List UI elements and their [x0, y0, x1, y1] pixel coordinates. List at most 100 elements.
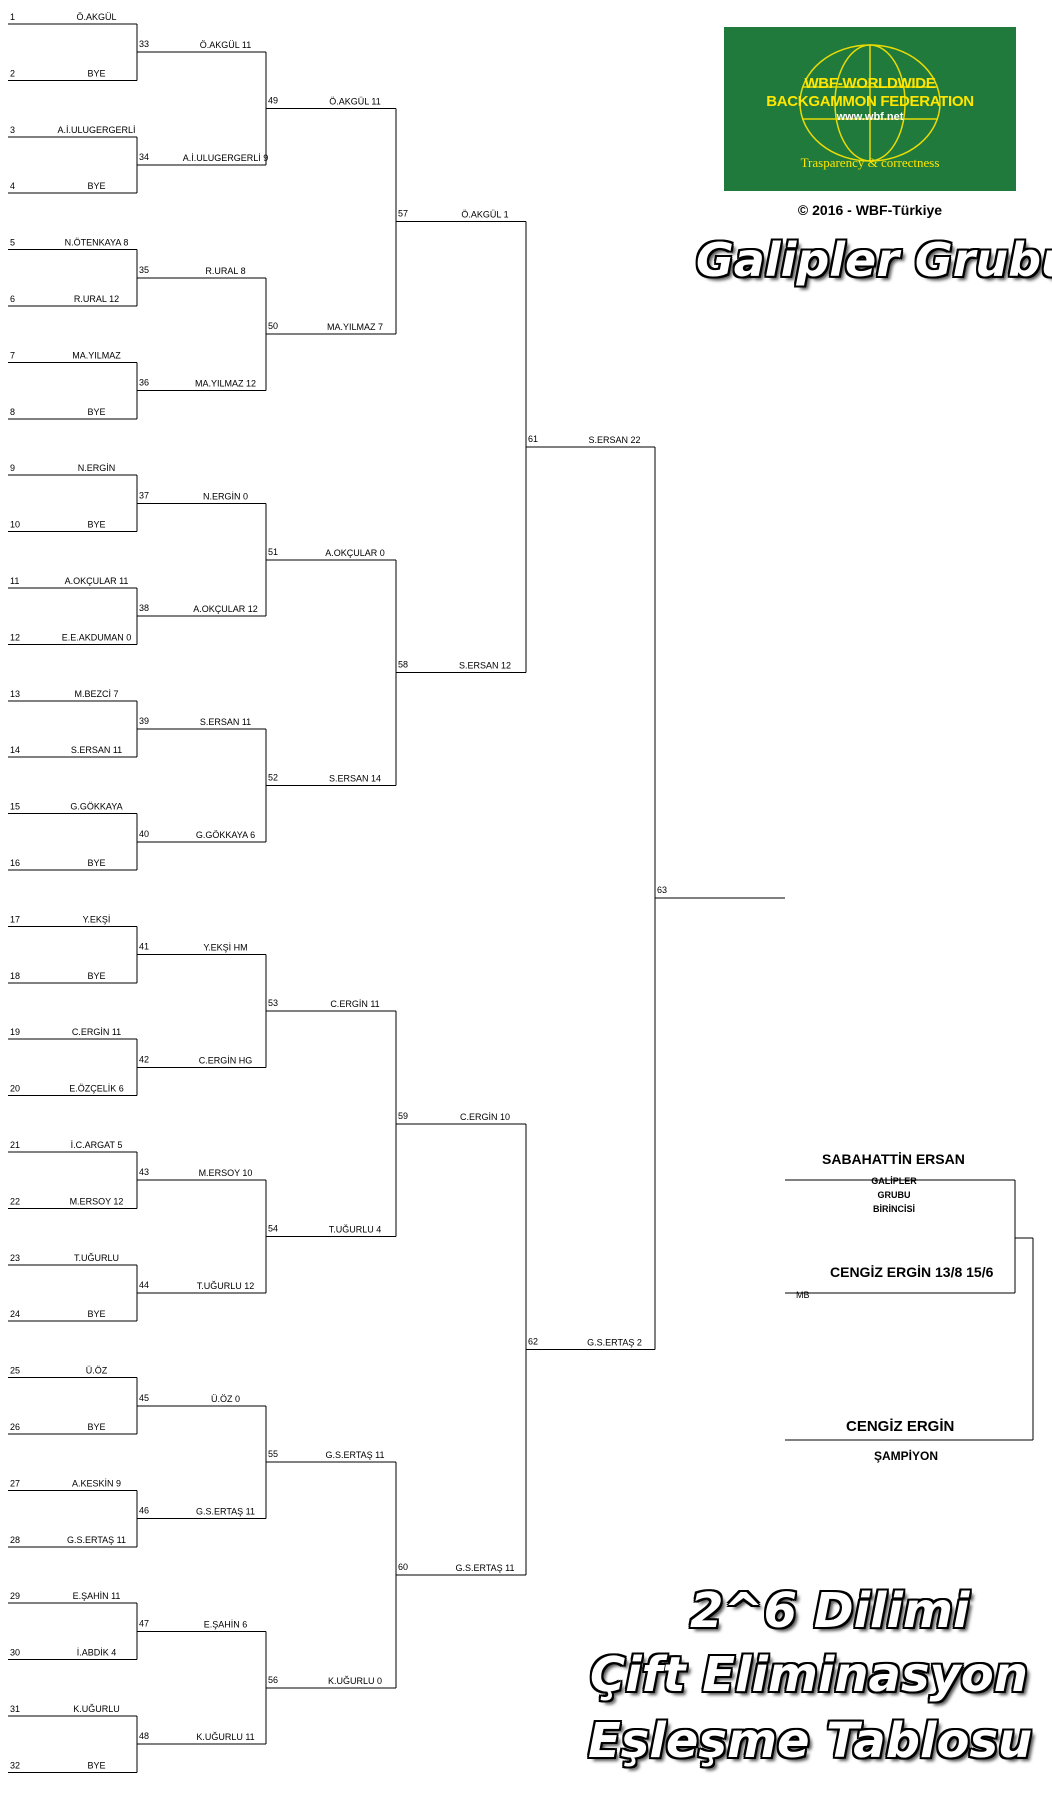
match-number: 61 — [528, 434, 538, 444]
match-number: 52 — [268, 772, 278, 782]
seed-number: 12 — [10, 632, 20, 642]
player-bottom: S.ERSAN 11 — [71, 745, 122, 755]
player-top: Ö.AKGÜL 11 — [329, 97, 381, 107]
seed-number: 23 — [10, 1253, 20, 1263]
player-top: Y.EKŞİ — [83, 914, 111, 924]
bottom-title-line2: Çift Eliminasyon — [590, 1647, 1028, 1703]
match-number: 47 — [139, 1618, 149, 1628]
logo-line1: WBF-WORLDWIDE — [804, 75, 936, 92]
match-number: 49 — [268, 96, 278, 106]
match-number: 34 — [139, 152, 149, 162]
match-number: 37 — [139, 490, 149, 500]
match-number: 45 — [139, 1393, 149, 1403]
match-number: 51 — [268, 547, 278, 557]
match-number: 60 — [398, 1562, 408, 1572]
match-number: 59 — [398, 1111, 408, 1121]
player-bottom: M.ERSOY 12 — [70, 1196, 124, 1206]
player-top: A.OKÇULAR 0 — [325, 548, 385, 558]
player-bottom: BYE — [87, 858, 105, 868]
seed-number: 8 — [10, 407, 15, 417]
seed-number: 15 — [10, 802, 20, 812]
match-number: 53 — [268, 998, 278, 1008]
seed-number: 19 — [10, 1027, 20, 1037]
seed-number: 29 — [10, 1591, 20, 1601]
player-top: MA.YILMAZ — [72, 350, 121, 360]
seed-number: 30 — [10, 1648, 20, 1658]
seed-number: 9 — [10, 463, 15, 473]
player-bottom: K.UĞURLU 0 — [328, 1676, 382, 1686]
match-number: 58 — [398, 660, 408, 670]
winners-group-first: SABAHATTİN ERSAN — [822, 1151, 965, 1167]
seed-number: 7 — [10, 350, 15, 360]
player-top: N.ERGİN — [78, 463, 116, 473]
globe-icon — [799, 44, 941, 162]
player-top: T.UĞURLU — [74, 1253, 119, 1263]
seed-number: 17 — [10, 914, 20, 924]
seed-number: 4 — [10, 181, 15, 191]
match-number: 35 — [139, 265, 149, 275]
player-top: A.KESKİN 9 — [72, 1478, 121, 1488]
player-top: R.URAL 8 — [205, 266, 245, 276]
player-bottom: A.OKÇULAR 12 — [193, 604, 258, 614]
logo-tagline: Trasparency & correctness — [800, 155, 940, 170]
champion-label: ŞAMPİYON — [873, 1449, 938, 1463]
player-bottom: T.UĞURLU 4 — [329, 1225, 382, 1235]
seed-number: 31 — [10, 1704, 20, 1714]
player-bottom: E.E.AKDUMAN 0 — [62, 632, 132, 642]
player-top: G.GÖKKAYA — [70, 802, 122, 812]
logo-url: www.wbf.net — [836, 111, 904, 123]
seed-number: 20 — [10, 1084, 20, 1094]
player-bottom: BYE — [87, 1422, 105, 1432]
match-number: 44 — [139, 1280, 149, 1290]
note-line1: GALİPLER — [871, 1176, 917, 1186]
winners-group-title: Galipler Grubu — [696, 233, 1052, 287]
seed-number: 27 — [10, 1478, 20, 1488]
match-number: 36 — [139, 378, 149, 388]
player-bottom: E.ÖZÇELİK 6 — [69, 1084, 124, 1094]
player-top: İ.C.ARGAT 5 — [71, 1140, 123, 1150]
match-number: 42 — [139, 1054, 149, 1064]
player-bottom: BYE — [87, 68, 105, 78]
player-bottom: G.S.ERTAŞ 11 — [196, 1507, 255, 1517]
seed-number: 28 — [10, 1535, 20, 1545]
seed-number: 32 — [10, 1760, 20, 1770]
player-top: E.ŞAHİN 11 — [73, 1591, 121, 1601]
player-bottom: T.UĞURLU 12 — [197, 1281, 255, 1291]
player-bottom: G.GÖKKAYA 6 — [196, 830, 255, 840]
player-top: Ö.AKGÜL 1 — [461, 209, 508, 219]
note-line2: GRUBU — [877, 1190, 911, 1200]
player-bottom: A.İ.ULUGERGERLİ 9 — [183, 153, 269, 163]
player-bottom: G.S.ERTAŞ 11 — [455, 1563, 514, 1573]
note-line3: BİRİNCİSİ — [872, 1204, 915, 1214]
match-number: 62 — [528, 1336, 538, 1346]
player-top: Ü.ÖZ — [86, 1366, 108, 1376]
match-number: 33 — [139, 39, 149, 49]
seed-number: 18 — [10, 971, 20, 981]
player-top: N.ERGİN 0 — [203, 491, 248, 501]
match-number: 46 — [139, 1506, 149, 1516]
match-number: 50 — [268, 321, 278, 331]
player-bottom: S.ERSAN 12 — [459, 661, 511, 671]
player-top: C.ERGİN 11 — [72, 1027, 121, 1037]
seed-number: 11 — [10, 576, 19, 586]
match-number: 57 — [398, 208, 408, 218]
player-bottom: BYE — [87, 1309, 105, 1319]
match-number: 55 — [268, 1449, 278, 1459]
match-number: 40 — [139, 829, 149, 839]
seed-number: 13 — [10, 689, 20, 699]
bottom-title-line1: 2^6 Dilimi — [690, 1583, 970, 1639]
seed-number: 24 — [10, 1309, 20, 1319]
player-top: Ü.ÖZ 0 — [211, 1394, 240, 1404]
player-top: N.ÖTENKAYA 8 — [65, 238, 129, 248]
seed-number: 25 — [10, 1366, 20, 1376]
match-number: 54 — [268, 1224, 278, 1234]
seed-number: 26 — [10, 1422, 20, 1432]
seed-number: 5 — [10, 238, 15, 248]
player-top: C.ERGİN 11 — [330, 999, 379, 1009]
seed-number: 3 — [10, 125, 15, 135]
seed-number: 2 — [10, 68, 15, 78]
player-top: M.ERSOY 10 — [199, 1168, 253, 1178]
player-bottom: BYE — [87, 407, 105, 417]
player-bottom: G.S.ERTAŞ 11 — [67, 1535, 126, 1545]
logo-line2: BACKGAMMON FEDERATION — [766, 93, 974, 110]
